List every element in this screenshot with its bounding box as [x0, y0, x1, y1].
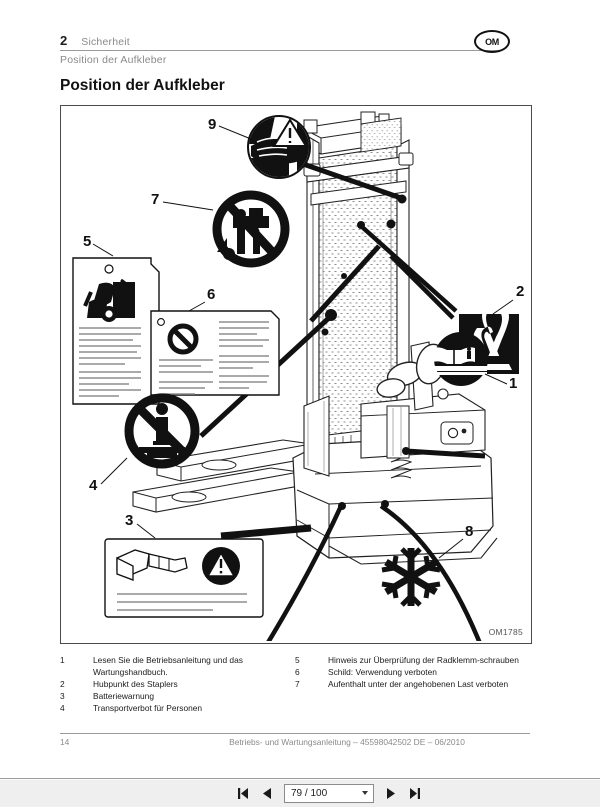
legend-number: 5: [295, 655, 300, 665]
legend-column-right: 5 Hinweis zur Überprüfung der Radklemm-s…: [295, 655, 530, 715]
om-logo-text: OM: [485, 36, 499, 47]
pallet-truck-body: [132, 341, 498, 565]
callout-5-text-lines: [79, 327, 141, 397]
legend-item: 1 Lesen Sie die Betriebsanleitung und da…: [60, 655, 295, 679]
legend-number: 4: [60, 702, 65, 713]
legend: 1 Lesen Sie die Betriebsanleitung und da…: [60, 655, 530, 715]
callout-label-1: 1: [509, 375, 517, 392]
page-number-value: 79 / 100: [291, 787, 328, 799]
footer-document-line: Betriebs- und Wartungsanleitung – 455980…: [229, 737, 465, 747]
header-section-title: Position der Aufkleber: [60, 54, 167, 66]
legend-text: Aufenthalt unter der angehobenen Last ve…: [328, 678, 509, 689]
callout-label-8: 8: [465, 523, 473, 540]
callout-label-3: 3: [125, 512, 133, 529]
callout-5-label-card: [72, 257, 160, 405]
chapter-title: Sicherheit: [81, 36, 130, 48]
callout-label-5: 5: [83, 233, 91, 250]
callout-label-6: 6: [207, 286, 215, 303]
callout-7-symbol: [212, 190, 290, 268]
legend-number: 6: [295, 666, 300, 677]
callout-4-symbol: [124, 393, 200, 469]
callout-label-4: 4: [89, 477, 98, 494]
callout-label-9: 9: [208, 116, 216, 133]
callout-8-snowflake-arms: [381, 547, 441, 607]
callout-9-symbol: [247, 115, 311, 179]
chapter-number: 2: [60, 33, 68, 48]
legend-column-left: 1 Lesen Sie die Betriebsanleitung und da…: [60, 655, 295, 715]
next-page-button[interactable]: [383, 786, 398, 801]
callout-1-symbol: [433, 332, 488, 386]
illustration-frame: 9 7: [60, 105, 532, 644]
page-header: 2 Sicherheit Position der Aufkleber: [60, 33, 500, 66]
callout-3-text-lines: [117, 593, 247, 611]
legend-text: Hubpunkt des Staplers: [93, 678, 178, 689]
legend-item: 7 Aufenthalt unter der angehobenen Last …: [295, 679, 530, 691]
legend-text: Schild: Verwendung verboten: [328, 666, 437, 677]
footer-page-number: 14: [60, 737, 70, 747]
legend-item: 3 Batteriewarnung: [60, 691, 295, 703]
leader-lines: [199, 145, 486, 641]
legend-item: 6 Schild: Verwendung verboten: [295, 667, 530, 679]
first-page-button[interactable]: [236, 786, 251, 801]
forklift-label-diagram: 9 7: [72, 111, 524, 641]
callout-6-text-lines: [159, 321, 269, 395]
legend-text: Batteriewarnung: [93, 690, 154, 701]
callout-3-label-card: [104, 538, 264, 618]
legend-item: 5 Hinweis zur Überprüfung der Radklemm-s…: [295, 655, 530, 667]
page-title: Position der Aufkleber: [60, 77, 225, 94]
footer-divider: [60, 733, 530, 734]
callout-label-2: 2: [516, 283, 524, 300]
header-chapter-row: 2 Sicherheit: [60, 33, 500, 48]
legend-item: 4 Transportverbot für Personen: [60, 703, 295, 715]
legend-text: Transportverbot für Personen: [93, 702, 203, 713]
previous-page-button[interactable]: [260, 786, 275, 801]
figure-reference: OM1785: [488, 627, 523, 637]
legend-number: 1: [60, 655, 65, 665]
callout-6-label-card: [150, 310, 280, 396]
label-anchor-dots: [321, 194, 410, 510]
page-number-select[interactable]: 79 / 100: [284, 783, 374, 803]
legend-number: 2: [60, 678, 65, 689]
pdf-toolbar: 79 / 100: [0, 778, 600, 807]
pdf-page: 2 Sicherheit Position der Aufkleber OM P…: [60, 30, 532, 747]
page-footer: 14 Betriebs- und Wartungsanleitung – 455…: [60, 737, 530, 747]
legend-item: 2 Hubpunkt des Staplers: [60, 679, 295, 691]
legend-number: 7: [295, 678, 300, 689]
header-divider: [60, 50, 500, 51]
legend-text: Hinweis zur Überprüfung der Radklemm-sch…: [328, 655, 519, 665]
last-page-button[interactable]: [407, 786, 422, 801]
om-logo-icon: OM: [474, 30, 510, 53]
chevron-down-icon: [362, 791, 368, 795]
legend-text: Lesen Sie die Betriebsanleitung und das …: [93, 655, 243, 677]
legend-number: 3: [60, 690, 65, 701]
callout-label-7: 7: [151, 191, 159, 208]
